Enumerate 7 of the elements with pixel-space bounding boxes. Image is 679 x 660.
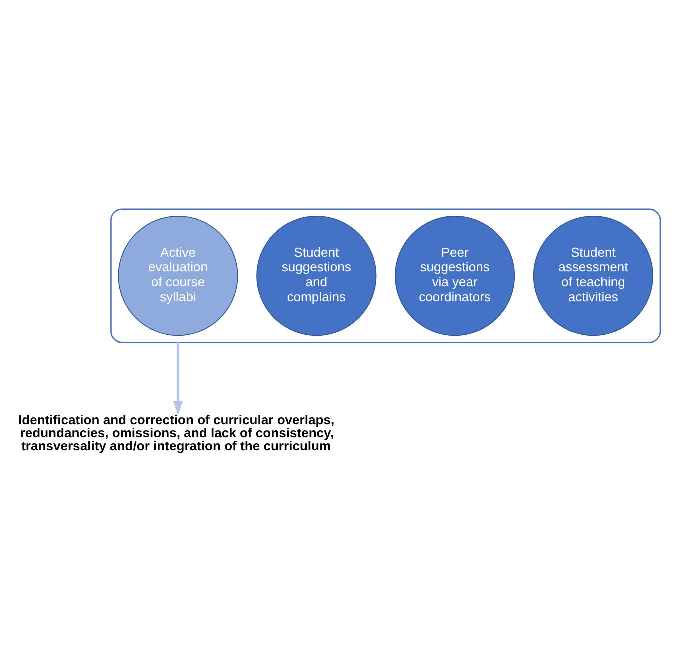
node-text: Identification and correction of curricular overlaps, redundancies, omissions, and lack of consistency, transversality and/or integration of the curriculum (18, 412, 335, 454)
node-circle: Active evaluation of course syllabi (118, 216, 238, 336)
cluster (110, 208, 662, 344)
node-circle: Student suggestions and complains (256, 216, 377, 336)
arrow (173, 342, 184, 416)
node-circle: Student assessment of teaching activities (533, 216, 654, 336)
node-circle: Peer suggestions via year coordinators (395, 216, 516, 336)
